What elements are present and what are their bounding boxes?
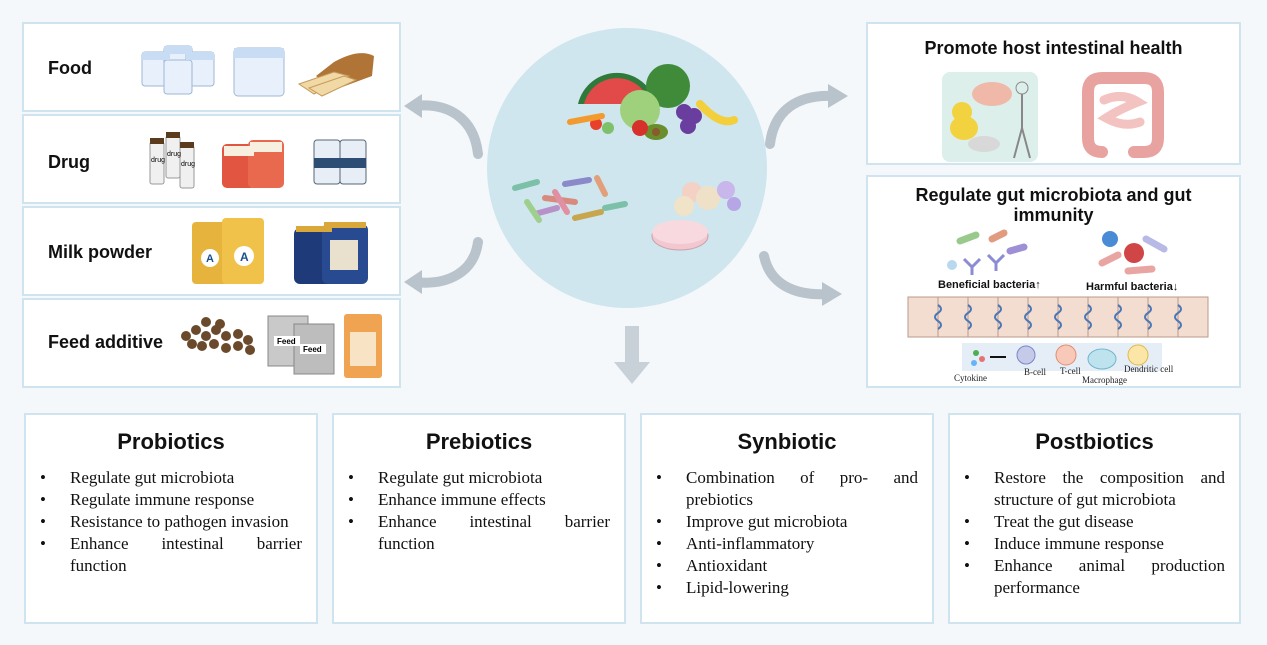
host-health-panel: Promote host intestinal health — [866, 22, 1241, 165]
tcell-label: T-cell — [1060, 366, 1081, 376]
list-item: Enhance animal production performance — [962, 555, 1225, 599]
intestine-icon — [1082, 72, 1164, 158]
card-title: Postbiotics — [1035, 429, 1154, 454]
list-item: Regulate immune response — [38, 489, 302, 511]
bcell-label: B-cell — [1024, 367, 1046, 377]
application-label: Food — [48, 58, 92, 78]
list-item: Resistance to pathogen invasion — [38, 511, 302, 533]
host-organisms-icon — [942, 72, 1038, 162]
petri-dish-icon — [651, 181, 741, 251]
list-item: Antioxidant — [654, 555, 918, 577]
arrow-to-gut-immunity — [759, 251, 842, 306]
yogurt-cups-icon — [141, 45, 374, 97]
svg-text:drug: drug — [181, 161, 195, 168]
card-list: Regulate gut microbiota Enhance immune e… — [346, 467, 610, 555]
svg-text:Feed: Feed — [303, 345, 322, 354]
host-health-title: Promote host intestinal health — [924, 38, 1183, 58]
card-title: Prebiotics — [425, 429, 533, 454]
cytokine-label: Cytokine — [954, 373, 987, 383]
list-item: Restore the composition and structure of… — [962, 467, 1225, 511]
card-title: Synbiotic — [737, 429, 837, 454]
list-item: Enhance intestinal barrier function — [346, 511, 610, 555]
svg-text:Feed: Feed — [277, 337, 296, 346]
card-prebiotics: Prebiotics Regulate gut microbiota Enhan… — [332, 413, 626, 624]
card-list: Restore the composition and structure of… — [962, 467, 1225, 599]
olly-jar-icon — [222, 140, 284, 188]
supplement-bottles-icon — [313, 139, 367, 185]
bacteria-cluster-icon — [512, 175, 628, 223]
arrow-to-host-health — [765, 84, 848, 149]
application-label: Milk powder — [48, 242, 153, 262]
harmful-bacteria-icon — [1098, 231, 1168, 275]
gut-immunity-title: Regulate gut microbiota and gut immunity — [915, 185, 1192, 225]
card-probiotics: Probiotics Regulate gut microbiota Regul… — [24, 413, 318, 624]
beneficial-bacteria-label: Beneficial bacteria↑ — [938, 279, 1041, 291]
card-list: Combination of pro- and prebiotics Impro… — [654, 467, 918, 599]
application-label: Drug — [48, 152, 90, 172]
fruits-vegetables-icon — [567, 64, 738, 140]
card-postbiotics: Postbiotics Restore the composition and … — [948, 413, 1241, 624]
list-item: Anti-inflammatory — [654, 533, 918, 555]
card-title: Probiotics — [117, 429, 225, 454]
macrophage-label: Macrophage — [1082, 375, 1127, 385]
application-drug: Drug drug drug drug — [22, 114, 401, 204]
intestinal-epithelium-icon — [907, 296, 1209, 338]
arrow-to-food — [404, 94, 483, 159]
list-item: Enhance intestinal barrier function — [38, 533, 302, 577]
svg-text:A: A — [240, 250, 249, 264]
list-item: Induce immune response — [962, 533, 1225, 555]
immune-cells-icon — [962, 343, 1162, 371]
harmful-bacteria-label: Harmful bacteria↓ — [1086, 281, 1179, 293]
list-item: Lipid-lowering — [654, 577, 918, 599]
list-item: Regulate gut microbiota — [38, 467, 302, 489]
svg-text:drug: drug — [151, 157, 165, 164]
svg-text:A: A — [206, 253, 214, 265]
dendritic-cell-label: Dendritic cell — [1124, 364, 1174, 374]
application-food: Food — [22, 22, 401, 112]
beneficial-bacteria-icon — [947, 229, 1028, 275]
list-item: Regulate gut microbiota — [346, 467, 610, 489]
arrow-down — [614, 326, 650, 384]
application-label: Feed additive — [48, 332, 164, 352]
list-item: Improve gut microbiota — [654, 511, 918, 533]
bread-icon — [297, 53, 374, 97]
svg-text:drug: drug — [167, 151, 181, 158]
list-item: Enhance immune effects — [346, 489, 610, 511]
application-feed-additive: Feed additive Feed Feed — [22, 298, 401, 388]
arrow-to-milk — [404, 237, 483, 294]
gut-immunity-panel: Regulate gut microbiota and gut immunity… — [866, 175, 1241, 388]
list-item: Treat the gut disease — [962, 511, 1225, 533]
feed-bags-icon: Feed Feed — [267, 314, 382, 378]
list-item: Combination of pro- and prebiotics — [654, 467, 918, 511]
feed-pellets-icon: Feed Feed — [181, 314, 382, 378]
card-list: Regulate gut microbiota Regulate immune … — [38, 467, 302, 577]
card-synbiotic: Synbiotic Combination of pro- and prebio… — [640, 413, 934, 624]
drug-bottles-icon: drug drug drug — [149, 132, 367, 189]
